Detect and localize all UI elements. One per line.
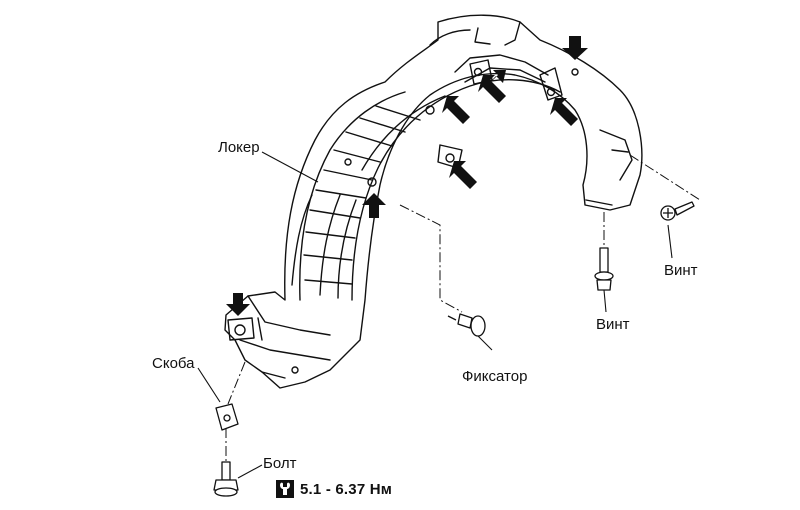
leader-vint-right <box>667 224 673 259</box>
liner-outer-contour <box>224 14 643 389</box>
label-vint-bottom: Винт <box>596 316 630 333</box>
label-loker: Локер <box>218 139 260 156</box>
skoba-clip <box>215 403 239 431</box>
bolt <box>213 461 239 497</box>
torque-wrench-icon <box>276 480 294 498</box>
arrow-top-1 <box>488 70 506 84</box>
label-vint-right: Винт <box>664 262 698 279</box>
align-line-fixator <box>399 204 463 313</box>
arrow-down-top-right <box>562 36 588 60</box>
fixator-clip <box>447 313 486 337</box>
align-line-skoba <box>227 361 246 405</box>
leader-vint-bottom <box>603 289 607 313</box>
label-bolt: Болт <box>263 455 297 472</box>
torque-value: 5.1 - 6.37 Нм <box>300 480 393 498</box>
arrow-down-front <box>226 293 250 316</box>
leader-bolt <box>237 464 263 479</box>
label-skoba: Скоба <box>152 355 195 372</box>
arrow-upleft-2 <box>442 96 470 124</box>
arrow-upleft-4 <box>449 161 477 189</box>
arrow-upleft-3 <box>550 98 578 126</box>
label-fixator: Фиксатор <box>462 368 528 385</box>
liner-inner-edge <box>299 91 406 301</box>
screw-bottom <box>594 247 614 291</box>
align-line-vint-right <box>629 154 701 201</box>
leader-loker <box>261 151 319 183</box>
arrow-up-middle <box>362 193 386 218</box>
clip-arrows <box>226 36 588 316</box>
torque-spec: 5.1 - 6.37 Нм <box>276 480 392 498</box>
arrow-upleft-1 <box>478 75 506 103</box>
leader-skoba <box>197 367 221 403</box>
screw-right <box>660 201 695 221</box>
